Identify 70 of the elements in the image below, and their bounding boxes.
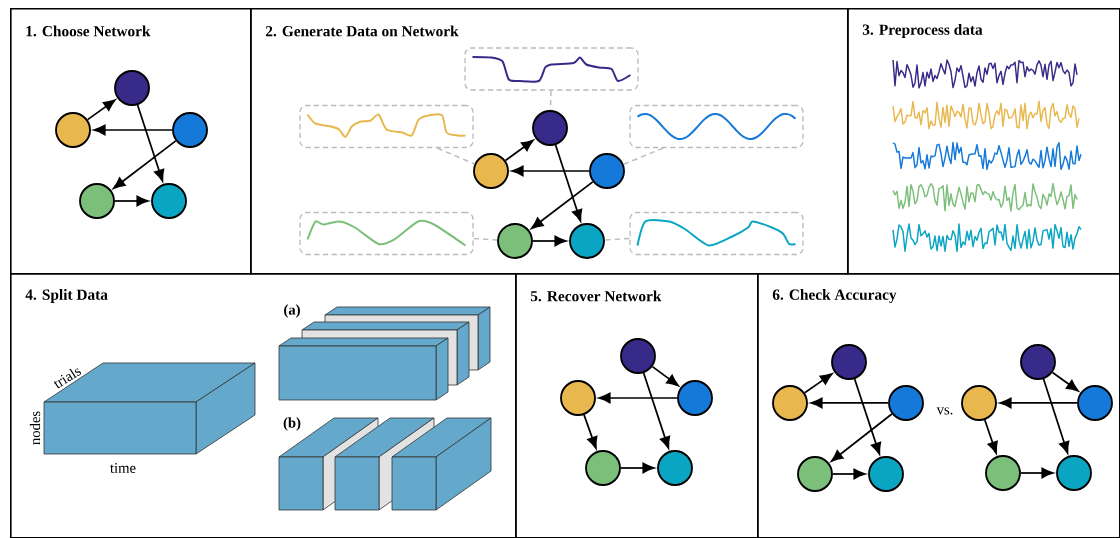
signal-box [629,211,804,256]
network-node [473,153,509,189]
signal-box [299,211,474,256]
arrow [554,144,583,222]
arrow [86,99,116,121]
arrow [999,397,1078,409]
arrow [642,372,671,449]
signal-box [299,104,474,149]
arrow [1051,371,1079,392]
arrow [983,419,998,454]
network-node [151,183,187,219]
arrow [1020,467,1054,479]
axis-label: vs. [936,407,953,415]
network-node [985,455,1021,491]
connector-line [622,147,664,165]
arrow [832,468,866,480]
network-node [772,385,808,421]
arrow [511,165,590,177]
arrow [113,140,177,189]
signal-box [629,104,804,149]
network-node [797,456,833,492]
network-node [585,450,621,486]
network-node [569,223,605,259]
connector-line [549,89,552,111]
network-node [497,223,533,259]
network-node [1020,344,1056,380]
network-node [888,385,924,421]
axis-label: (b) [283,417,301,431]
arrow [93,124,173,136]
axis-label: time [110,463,136,473]
connector-line [472,237,498,241]
network-node [114,70,150,106]
network-node [532,110,568,146]
network-node [657,450,693,486]
arrow [504,139,534,162]
arrow [532,235,567,247]
network-node [589,153,625,189]
axis-label: nodes [29,411,41,445]
network-node [831,344,867,380]
network-node [868,456,904,492]
arrow [830,413,893,462]
arrow [114,195,149,207]
network-node [677,380,713,416]
network-node [55,112,91,148]
network-node [560,380,596,416]
network-node [172,112,208,148]
arrow [1042,378,1070,454]
connector-line [604,237,631,241]
network-node [1056,455,1092,491]
network-node [79,183,115,219]
arrow [810,397,889,409]
axis-label: trials [53,368,81,389]
panel: 1. Choose Network [10,8,252,275]
axis-label: (a) [284,304,300,318]
arrow [531,181,594,229]
panel: 2. Generate Data on Network [250,8,849,275]
arrow [598,392,678,404]
panel: 5. Recover Network [515,273,759,538]
panel: 3. Preprocess data [847,8,1120,275]
network-node [620,338,656,374]
signal-box [464,47,639,91]
network-node [961,385,997,421]
arrow [651,365,679,387]
arrow [803,373,833,394]
network-node [1077,385,1113,421]
arrow [620,462,655,474]
connector-line [436,147,476,165]
arrow [136,104,165,182]
arrow [583,414,598,449]
arrow [853,378,882,455]
